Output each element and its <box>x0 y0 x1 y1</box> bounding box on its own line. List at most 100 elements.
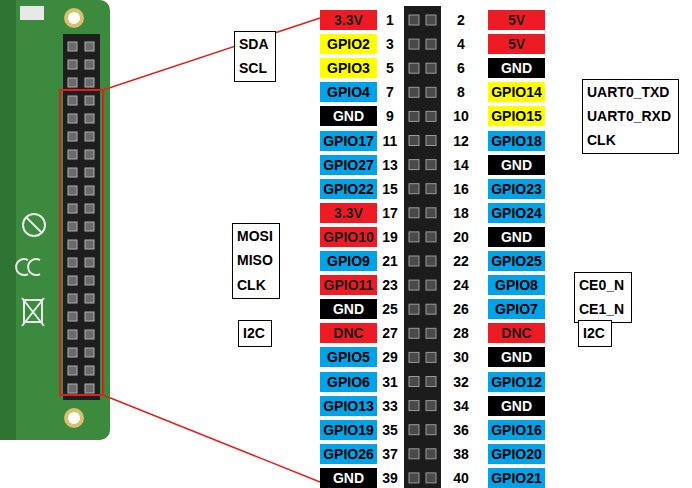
mounting-hole-ring <box>64 408 84 428</box>
pin-number: 24 <box>453 275 469 295</box>
pin-number: 3 <box>386 34 394 54</box>
signal-name: CLK <box>587 128 674 152</box>
pin-name: GND <box>501 398 532 414</box>
board-pin <box>85 222 94 231</box>
pin-name: GPIO9 <box>327 253 370 269</box>
pin-name-cell: DNC <box>320 323 377 343</box>
mounting-hole <box>68 412 80 424</box>
signal-box: CE0_NCE1_N <box>574 272 632 323</box>
board-pin <box>68 222 77 231</box>
header-pin <box>409 184 419 194</box>
board-pin <box>68 312 77 321</box>
pin-name: GPIO23 <box>491 181 542 197</box>
pin-number: 38 <box>453 444 469 464</box>
pin-name: GND <box>333 301 364 317</box>
signal-name: CE1_N <box>579 297 627 321</box>
board-pin <box>85 276 94 285</box>
pin-name-cell: GPIO12 <box>488 372 545 392</box>
pin-name: GPIO17 <box>323 133 374 149</box>
pin-name-cell: GPIO25 <box>488 251 545 271</box>
pin-number: 27 <box>382 323 398 343</box>
header-pin <box>409 377 419 387</box>
board-pin <box>68 348 77 357</box>
pin-name: GPIO7 <box>495 301 538 317</box>
logo-circle <box>23 214 45 236</box>
pin-number: 14 <box>453 155 469 175</box>
board-pin <box>68 96 77 105</box>
pin-name-cell: GPIO10 <box>320 227 377 247</box>
pin-name: DNC <box>501 325 531 341</box>
header-pin <box>426 473 436 483</box>
pin-name: GPIO22 <box>323 181 374 197</box>
pin-name: GND <box>333 470 364 486</box>
header-pin <box>409 280 419 290</box>
pin-name-cell: GPIO3 <box>320 58 377 78</box>
pin-name-cell: GPIO16 <box>488 420 545 440</box>
pin-name: 3.3V <box>334 205 363 221</box>
pin-name: 5V <box>508 36 525 52</box>
pin-number: 30 <box>453 347 469 367</box>
header-pin <box>426 256 436 266</box>
pin-name-cell: GPIO14 <box>488 82 545 102</box>
board-pin <box>85 294 94 303</box>
pin-number: 26 <box>453 299 469 319</box>
pin-name-cell: GPIO21 <box>488 468 545 488</box>
header-pin <box>426 328 436 338</box>
board-pin <box>68 366 77 375</box>
pin-name-cell: GND <box>320 106 377 126</box>
pin-number: 28 <box>453 323 469 343</box>
pin-name: GPIO10 <box>323 229 374 245</box>
pin-name-cell: 5V <box>488 10 545 30</box>
signal-box: I2C <box>578 320 612 347</box>
pin-name: GPIO12 <box>491 374 542 390</box>
pin-number: 40 <box>453 468 469 488</box>
pcb-board <box>0 0 110 440</box>
pin-name-cell: GPIO20 <box>488 444 545 464</box>
header-pin <box>426 232 436 242</box>
pin-name: GND <box>501 60 532 76</box>
pin-number: 22 <box>453 251 469 271</box>
pin-name: GPIO24 <box>491 205 542 221</box>
pin-number: 21 <box>382 251 398 271</box>
pin-name: GPIO20 <box>491 446 542 462</box>
pin-name-cell: 3.3V <box>320 10 377 30</box>
ce-mark <box>16 259 40 275</box>
board-pin <box>85 258 94 267</box>
signal-box: I2C <box>238 320 272 347</box>
pin-name: GND <box>501 349 532 365</box>
board-pin <box>85 60 94 69</box>
board-pin <box>68 132 77 141</box>
pin-number: 16 <box>453 179 469 199</box>
pin-name: GPIO27 <box>323 157 374 173</box>
board-pin <box>68 384 77 393</box>
pin-name-cell: GPIO8 <box>488 275 545 295</box>
pin-number: 29 <box>382 347 398 367</box>
header-pin <box>409 449 419 459</box>
pin-name-cell: GND <box>488 227 545 247</box>
pin-name: GPIO5 <box>327 349 370 365</box>
pin-name-cell: GPIO4 <box>320 82 377 102</box>
header-pin <box>409 39 419 49</box>
logo-slash <box>26 217 42 233</box>
pin-name-cell: GND <box>488 347 545 367</box>
signal-name: UART0_RXD <box>587 104 674 128</box>
pin-name-cell: GPIO11 <box>320 275 377 295</box>
pin-name-cell: GPIO13 <box>320 396 377 416</box>
pin-name: GPIO18 <box>491 133 542 149</box>
signal-name: I2C <box>243 321 267 345</box>
header-pin <box>426 425 436 435</box>
pin-number: 20 <box>453 227 469 247</box>
pin-number: 5 <box>386 58 394 78</box>
pin-name: GPIO8 <box>495 277 538 293</box>
signal-name: SDA <box>239 32 271 56</box>
pin-name: GND <box>501 157 532 173</box>
pin-number: 2 <box>457 10 465 30</box>
board-pin <box>85 330 94 339</box>
board-header <box>63 34 100 400</box>
pin-number: 32 <box>453 372 469 392</box>
board-pin <box>85 204 94 213</box>
pin-name-cell: GPIO2 <box>320 34 377 54</box>
header-pin <box>409 136 419 146</box>
pin-name-cell: GPIO9 <box>320 251 377 271</box>
